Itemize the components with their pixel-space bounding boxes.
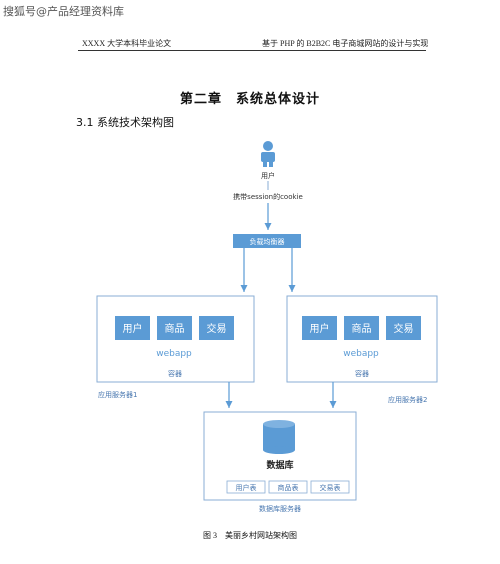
container-label: 容器 <box>168 369 182 378</box>
module-box <box>115 316 150 340</box>
module-box <box>157 316 192 340</box>
figure-caption: 图 3 美丽乡村网站架构图 <box>203 531 297 540</box>
table-label: 用户表 <box>236 483 257 492</box>
module-label: 用户 <box>310 322 330 335</box>
module-label: 商品 <box>165 322 185 335</box>
table-label: 交易表 <box>320 483 341 492</box>
chapter-title: 第二章 系统总体设计 <box>179 92 320 107</box>
load-balancer-label: 负载均衡器 <box>250 237 285 246</box>
database-label: 数据库 <box>266 459 293 471</box>
section-title: 3.1 系统技术架构图 <box>76 116 174 129</box>
app-server-2-container <box>286 295 438 383</box>
app-server-1-container <box>96 295 255 383</box>
table-box <box>268 480 308 494</box>
table-box <box>310 480 350 494</box>
webapp-label: webapp <box>343 349 379 359</box>
app-server-1-label: 应用服务器1 <box>98 390 137 399</box>
table-box <box>226 480 266 494</box>
module-box <box>302 316 337 340</box>
load-balancer-box <box>233 234 301 248</box>
module-box <box>199 316 234 340</box>
session-note: 携带session的cookie <box>233 192 303 201</box>
app-server-2-label: 应用服务器2 <box>388 395 427 404</box>
user-label: 用户 <box>261 171 275 180</box>
watermark: 搜狐号@产品经理资料库 <box>3 5 124 18</box>
db-server-container <box>203 411 357 501</box>
module-box <box>386 316 421 340</box>
module-label: 交易 <box>207 322 227 335</box>
user-icon <box>261 141 275 167</box>
module-label: 用户 <box>123 322 143 335</box>
running-header-right: 基于 PHP 的 B2B2C 电子商城网站的设计与实现 <box>262 39 429 48</box>
header-rule <box>78 50 426 51</box>
db-server-label: 数据库服务器 <box>259 504 301 513</box>
container-label: 容器 <box>355 369 369 378</box>
webapp-label: webapp <box>156 349 192 359</box>
database-icon <box>263 420 295 454</box>
module-label: 商品 <box>352 322 372 335</box>
module-label: 交易 <box>394 322 414 335</box>
module-box <box>344 316 379 340</box>
running-header-left: XXXX 大学本科毕业论文 <box>82 39 172 48</box>
table-label: 商品表 <box>278 483 299 492</box>
